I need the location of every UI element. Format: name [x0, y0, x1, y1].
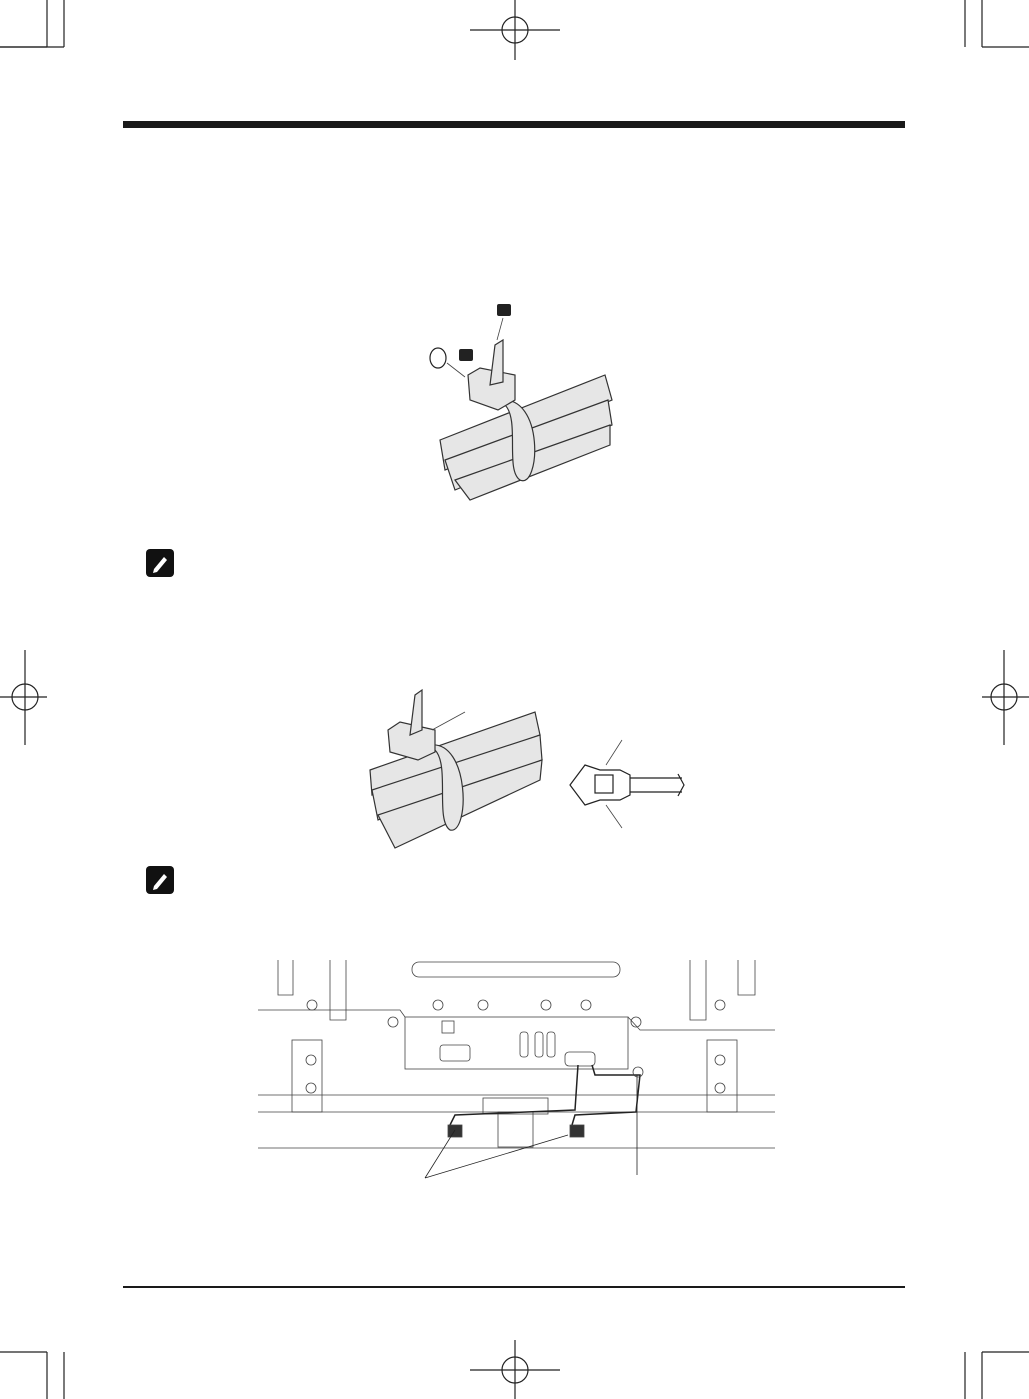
label-box-a: [497, 304, 511, 316]
screw-holes: [306, 999, 726, 1028]
tie-head: [387, 721, 436, 761]
clip-detail: [569, 739, 685, 829]
handle-slot: [411, 961, 621, 978]
note-icon: [146, 549, 174, 577]
terminal-box: [404, 1016, 629, 1070]
cable-run: [449, 1064, 641, 1126]
tie-strap: [498, 399, 536, 482]
rear-panel-wiring-figure: [258, 960, 775, 1179]
tie-strap: [428, 744, 464, 831]
tie-tab: [409, 688, 423, 736]
label-box-b: [459, 349, 473, 361]
cable-tie-figure-2: [369, 688, 685, 849]
ring-part: [429, 347, 447, 369]
clamp: [632, 1066, 644, 1078]
note-icon: [146, 866, 174, 894]
tie-tab: [489, 338, 504, 386]
header-rule: [123, 121, 905, 128]
footer-rule: [123, 1286, 905, 1288]
cable-tie-figure-1: [429, 304, 613, 501]
